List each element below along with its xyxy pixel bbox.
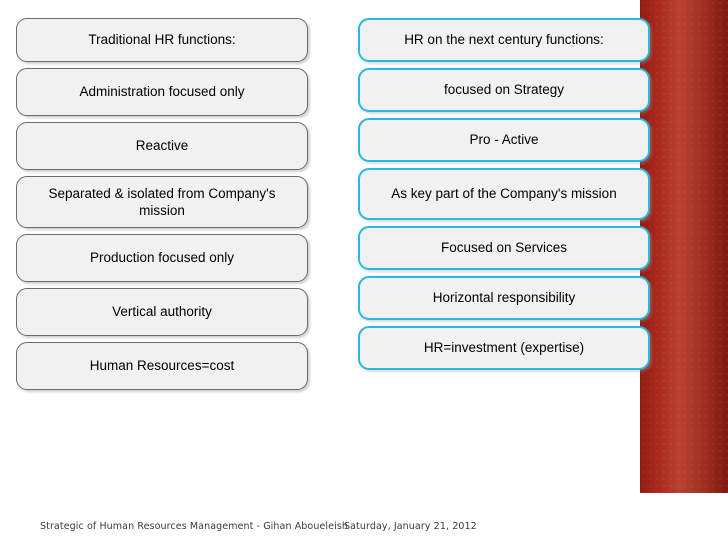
right-item-5: Horizontal responsibility bbox=[358, 276, 650, 320]
left-item-1-text: Administration focused only bbox=[79, 84, 245, 100]
left-item-3: Separated & isolated from Company's miss… bbox=[16, 176, 308, 228]
left-item-5-text: Vertical authority bbox=[112, 304, 212, 320]
left-item-6-text: Human Resources=cost bbox=[89, 358, 235, 374]
right-item-6: HR=investment (expertise) bbox=[358, 326, 650, 370]
left-item-4: Production focused only bbox=[16, 234, 308, 282]
left-heading-text: Traditional HR functions: bbox=[88, 32, 236, 48]
right-item-4-text: Focused on Services bbox=[440, 240, 568, 256]
footer-date: Saturday, January 21, 2012 bbox=[344, 521, 477, 532]
right-item-4: Focused on Services bbox=[358, 226, 650, 270]
left-column: Traditional HR functions: Administration… bbox=[16, 18, 308, 390]
decorative-red-band bbox=[640, 0, 728, 493]
left-item-4-text: Production focused only bbox=[89, 250, 235, 266]
right-heading-text: HR on the next century functions: bbox=[404, 32, 604, 48]
right-item-3-text: As key part of the Company's mission bbox=[391, 186, 617, 202]
right-item-1: focused on Strategy bbox=[358, 68, 650, 112]
footer-credit: Strategic of Human Resources Management … bbox=[40, 521, 348, 532]
left-item-5: Vertical authority bbox=[16, 288, 308, 336]
right-column: HR on the next century functions: focuse… bbox=[358, 18, 650, 376]
right-item-2: Pro - Active bbox=[358, 118, 650, 162]
right-item-1-text: focused on Strategy bbox=[443, 82, 565, 98]
right-item-6-text: HR=investment (expertise) bbox=[423, 340, 585, 356]
left-item-6: Human Resources=cost bbox=[16, 342, 308, 390]
right-item-5-text: Horizontal responsibility bbox=[432, 290, 576, 306]
right-heading-box: HR on the next century functions: bbox=[358, 18, 650, 62]
left-item-3-text: Separated & isolated from Company's miss… bbox=[48, 185, 276, 218]
right-item-3: As key part of the Company's mission bbox=[358, 168, 650, 220]
left-item-2-text: Reactive bbox=[135, 138, 189, 154]
right-item-2-text: Pro - Active bbox=[469, 132, 539, 148]
left-item-2: Reactive bbox=[16, 122, 308, 170]
left-item-1: Administration focused only bbox=[16, 68, 308, 116]
left-heading-box: Traditional HR functions: bbox=[16, 18, 308, 62]
